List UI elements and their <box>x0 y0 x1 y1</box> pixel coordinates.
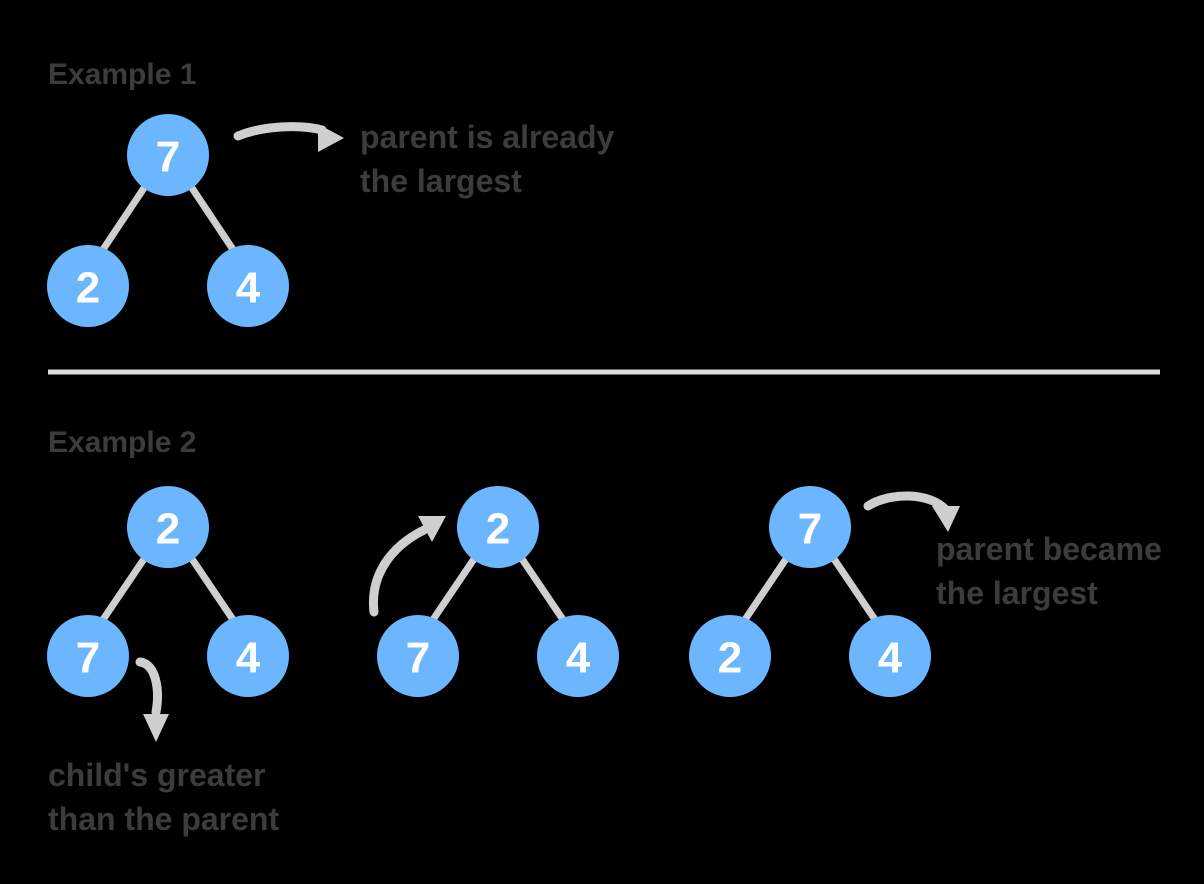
node-value: 2 <box>486 505 510 554</box>
node-circle <box>849 615 931 697</box>
curved-arrow-icon <box>863 491 960 532</box>
edge-root-right <box>186 181 244 264</box>
example-2-tree-swap: 2 7 4 <box>377 486 619 697</box>
example-2-title: Example 2 <box>48 426 196 459</box>
node-circle <box>207 245 289 327</box>
node-circle <box>127 114 209 196</box>
node-circle <box>207 615 289 697</box>
tree-node-root: 7 <box>769 486 851 568</box>
edge-root-left <box>92 181 150 264</box>
example-1-note-line-2: the largest <box>360 163 522 199</box>
tree-node-root: 2 <box>457 486 539 568</box>
edge-root-left <box>422 552 480 634</box>
tree-node-right: 4 <box>537 615 619 697</box>
example-2-child-note-line-2: than the parent <box>48 801 279 837</box>
example-2-child-note-line-1: child's greater <box>48 757 265 793</box>
tree-node-root: 7 <box>127 114 209 196</box>
node-circle <box>377 615 459 697</box>
example-1-tree: 7 2 4 <box>47 114 289 327</box>
curved-arrow-icon <box>233 122 344 152</box>
tree-node-root: 2 <box>127 486 209 568</box>
node-circle <box>47 615 129 697</box>
edge-root-right <box>516 552 574 634</box>
node-circle <box>47 245 129 327</box>
example-1-title: Example 1 <box>48 58 196 91</box>
edge-root-right <box>186 552 244 634</box>
curved-arrow-icon <box>135 657 169 742</box>
example-2-tree-result: 7 2 4 <box>689 486 931 697</box>
tree-node-left: 7 <box>47 615 129 697</box>
tree-node-left: 2 <box>689 615 771 697</box>
tree-node-left: 2 <box>47 245 129 327</box>
curved-arrow-icon <box>368 516 446 617</box>
node-value: 4 <box>878 634 903 683</box>
node-circle <box>127 486 209 568</box>
tree-node-right: 4 <box>207 615 289 697</box>
example-1-note-line-1: parent is already <box>360 119 615 155</box>
node-circle <box>769 486 851 568</box>
node-value: 2 <box>718 634 742 683</box>
tree-node-right: 4 <box>207 245 289 327</box>
edge-root-left <box>92 552 150 634</box>
node-value: 7 <box>156 133 180 182</box>
tree-node-right: 4 <box>849 615 931 697</box>
tree-node-left: 7 <box>377 615 459 697</box>
node-circle <box>537 615 619 697</box>
node-value: 4 <box>236 634 261 683</box>
node-value: 7 <box>76 634 100 683</box>
example-2-tree-initial: 2 7 4 <box>47 486 289 697</box>
example-2-final-note-line-2: the largest <box>936 575 1098 611</box>
edge-root-right <box>828 552 886 634</box>
example-2-final-note-line-1: parent became <box>936 531 1162 567</box>
edge-root-left <box>734 552 792 634</box>
node-circle <box>457 486 539 568</box>
node-circle <box>689 615 771 697</box>
node-value: 2 <box>76 264 100 313</box>
node-value: 4 <box>566 634 591 683</box>
node-value: 7 <box>406 634 430 683</box>
node-value: 4 <box>236 264 261 313</box>
node-value: 7 <box>798 505 822 554</box>
node-value: 2 <box>156 505 180 554</box>
